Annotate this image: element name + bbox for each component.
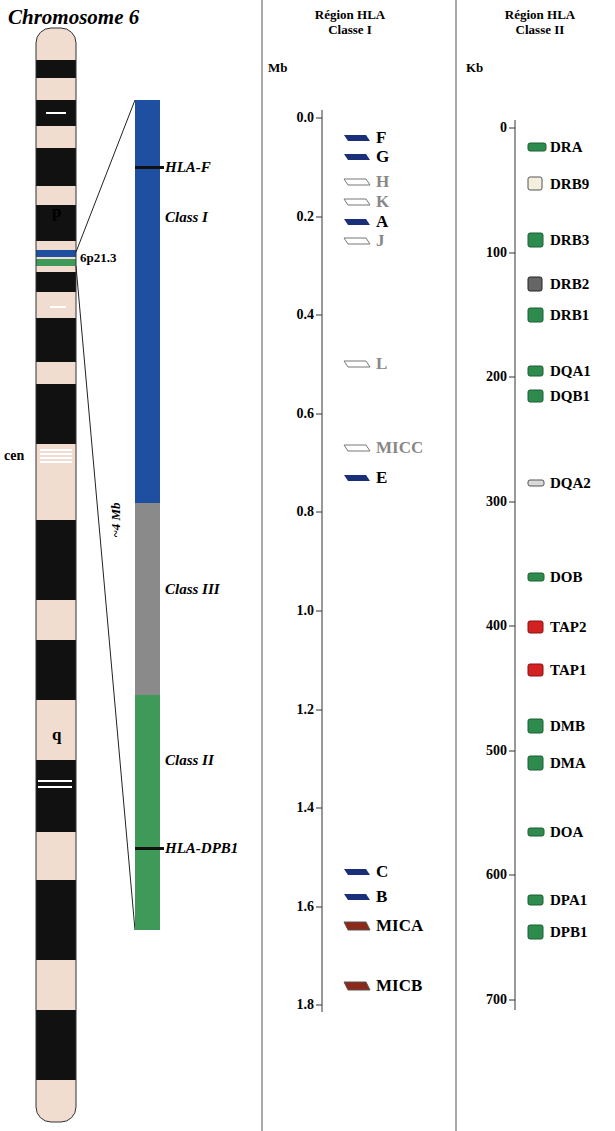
gene-label: MICA bbox=[376, 917, 423, 936]
gene-label: B bbox=[376, 888, 387, 907]
axis-tick: 500 bbox=[486, 743, 507, 758]
axis-tick: 1.0 bbox=[297, 603, 315, 618]
band-name: 6p21.3 bbox=[80, 251, 116, 265]
band-label: Class III bbox=[165, 581, 220, 598]
arm-label: q bbox=[52, 726, 61, 745]
separator bbox=[262, 0, 263, 1131]
gene-label: DRB2 bbox=[550, 276, 589, 293]
centromere-label: cen bbox=[4, 448, 24, 463]
gene-label: DRA bbox=[550, 139, 583, 156]
gene-label: TAP1 bbox=[550, 662, 586, 679]
band-tick bbox=[135, 847, 164, 850]
gene-label: DOB bbox=[550, 569, 583, 586]
gene-label: A bbox=[376, 213, 388, 232]
gene-label: MICC bbox=[376, 439, 423, 458]
chromosome bbox=[36, 28, 76, 1122]
axis-tick: 400 bbox=[486, 618, 507, 633]
gene-label: L bbox=[376, 355, 387, 374]
gene-label: F bbox=[376, 129, 386, 148]
column-header: Région HLA Classe I bbox=[300, 8, 400, 38]
gene-label: TAP2 bbox=[550, 619, 586, 636]
column-header: Région HLA Classe II bbox=[490, 8, 590, 38]
axis-tick: 1.6 bbox=[297, 899, 315, 914]
arm-label: p bbox=[52, 203, 61, 222]
gene-label: DRB9 bbox=[550, 176, 589, 193]
gene-label: E bbox=[376, 469, 387, 488]
band-label: Class II bbox=[165, 752, 214, 769]
axis-tick: 0.6 bbox=[297, 406, 315, 421]
axis-tick: 200 bbox=[486, 369, 507, 384]
gene-label: DPA1 bbox=[550, 892, 587, 909]
mb-axis bbox=[316, 110, 322, 1012]
gene-label: DPB1 bbox=[550, 924, 588, 941]
gene-label: DRB3 bbox=[550, 232, 589, 249]
gene-label: DOA bbox=[550, 824, 583, 841]
gene-label: DQA2 bbox=[550, 475, 591, 492]
axis-tick: 700 bbox=[486, 992, 507, 1007]
separator bbox=[456, 0, 457, 1131]
title: Chromosome 6 bbox=[8, 6, 139, 29]
axis-tick: 0 bbox=[500, 120, 507, 135]
size-label: ~4 Mb bbox=[109, 502, 123, 537]
gene-label: DMB bbox=[550, 718, 585, 735]
band-tick bbox=[135, 166, 164, 169]
chromosome-outline bbox=[36, 28, 76, 1122]
zoom-line bbox=[76, 266, 135, 930]
class-band: HLA-F Class I bbox=[135, 100, 250, 503]
class-ii-genes bbox=[528, 143, 546, 939]
band-label: HLA-F bbox=[165, 159, 211, 176]
axis-tick: 100 bbox=[486, 245, 507, 260]
band-label: HLA-DPB1 bbox=[165, 840, 238, 857]
axis-tick: 0.4 bbox=[297, 307, 315, 322]
gene-label: DQA1 bbox=[550, 363, 591, 380]
axis-tick: 1.8 bbox=[297, 997, 315, 1012]
axis-tick: 1.2 bbox=[297, 702, 315, 717]
gene-label: DRB1 bbox=[550, 307, 589, 324]
gene-label: C bbox=[376, 863, 388, 882]
gene-label: DMA bbox=[550, 755, 586, 772]
gene-label: H bbox=[376, 173, 389, 192]
axis-unit: Mb bbox=[268, 61, 288, 75]
gene-label: MICB bbox=[376, 977, 422, 996]
axis-unit: Kb bbox=[466, 61, 483, 75]
band-label: Class I bbox=[165, 209, 208, 226]
axis-tick: 0.2 bbox=[297, 209, 315, 224]
gene-label: G bbox=[376, 148, 389, 167]
axis-tick: 0.0 bbox=[297, 110, 315, 125]
axis-tick: 300 bbox=[486, 494, 507, 509]
class-band: Class III bbox=[135, 503, 250, 695]
class-band: Class II HLA-DPB1 bbox=[135, 695, 250, 930]
kb-axis bbox=[509, 120, 515, 1010]
gene-label: J bbox=[376, 232, 385, 251]
gene-label: DQB1 bbox=[550, 388, 590, 405]
zoom-line bbox=[76, 100, 135, 252]
class-i-genes bbox=[344, 135, 370, 990]
axis-tick: 1.4 bbox=[297, 800, 315, 815]
axis-tick: 600 bbox=[486, 867, 507, 882]
axis-tick: 0.8 bbox=[297, 504, 315, 519]
gene-label: K bbox=[376, 193, 389, 212]
